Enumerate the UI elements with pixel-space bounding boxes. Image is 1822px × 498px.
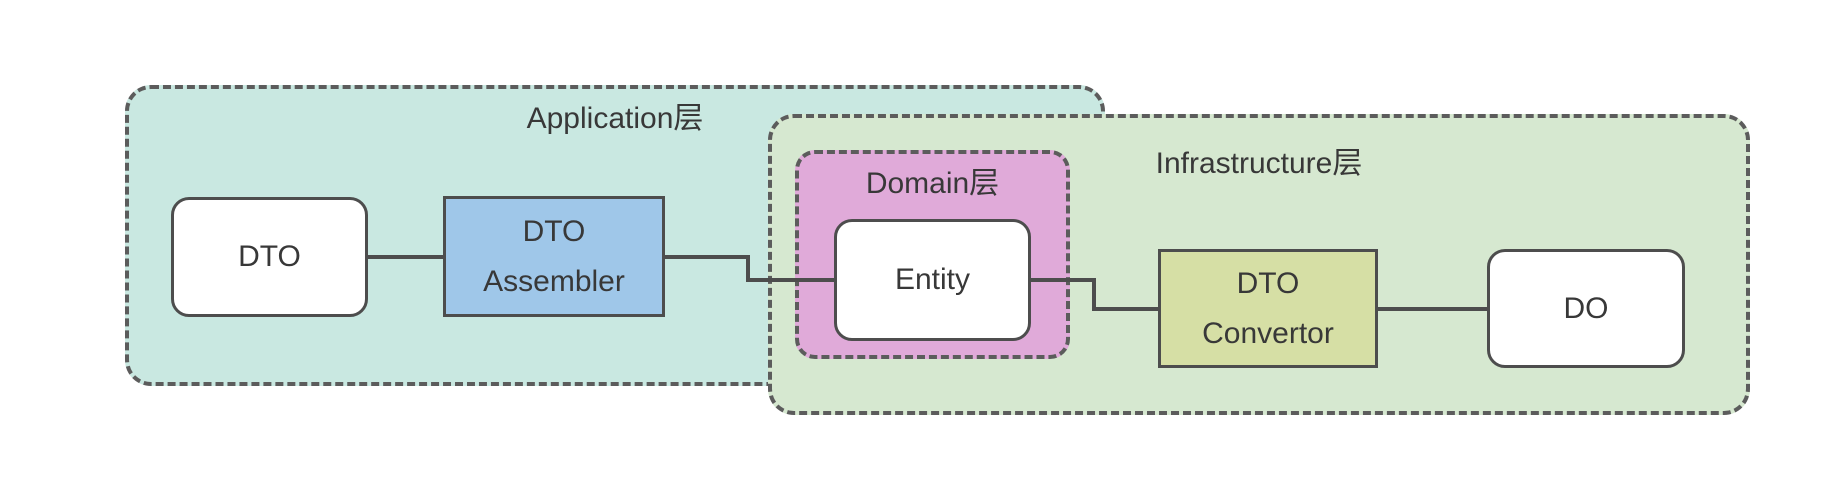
node-dto-label: DTO [238, 240, 301, 273]
node-dto-assembler: DTO Assembler [443, 196, 665, 317]
node-dto-convertor-label-line1: DTO [1236, 266, 1300, 300]
node-do: DO [1487, 249, 1685, 368]
node-dto: DTO [171, 197, 368, 317]
node-do-label: DO [1563, 291, 1609, 325]
infrastructure-layer-label: Infrastructure层 [1155, 147, 1363, 180]
application-layer-label: Application层 [526, 102, 704, 135]
node-dto-assembler-label-line1: DTO [522, 214, 586, 248]
node-dto-assembler-label-line2: Assembler [483, 264, 625, 298]
domain-layer-label: Domain层 [865, 167, 1000, 200]
node-entity: Entity [834, 219, 1031, 341]
node-dto-convertor-label-line2: Convertor [1202, 316, 1334, 350]
node-dto-convertor: DTO Convertor [1158, 249, 1378, 368]
node-entity-label: Entity [894, 263, 971, 296]
